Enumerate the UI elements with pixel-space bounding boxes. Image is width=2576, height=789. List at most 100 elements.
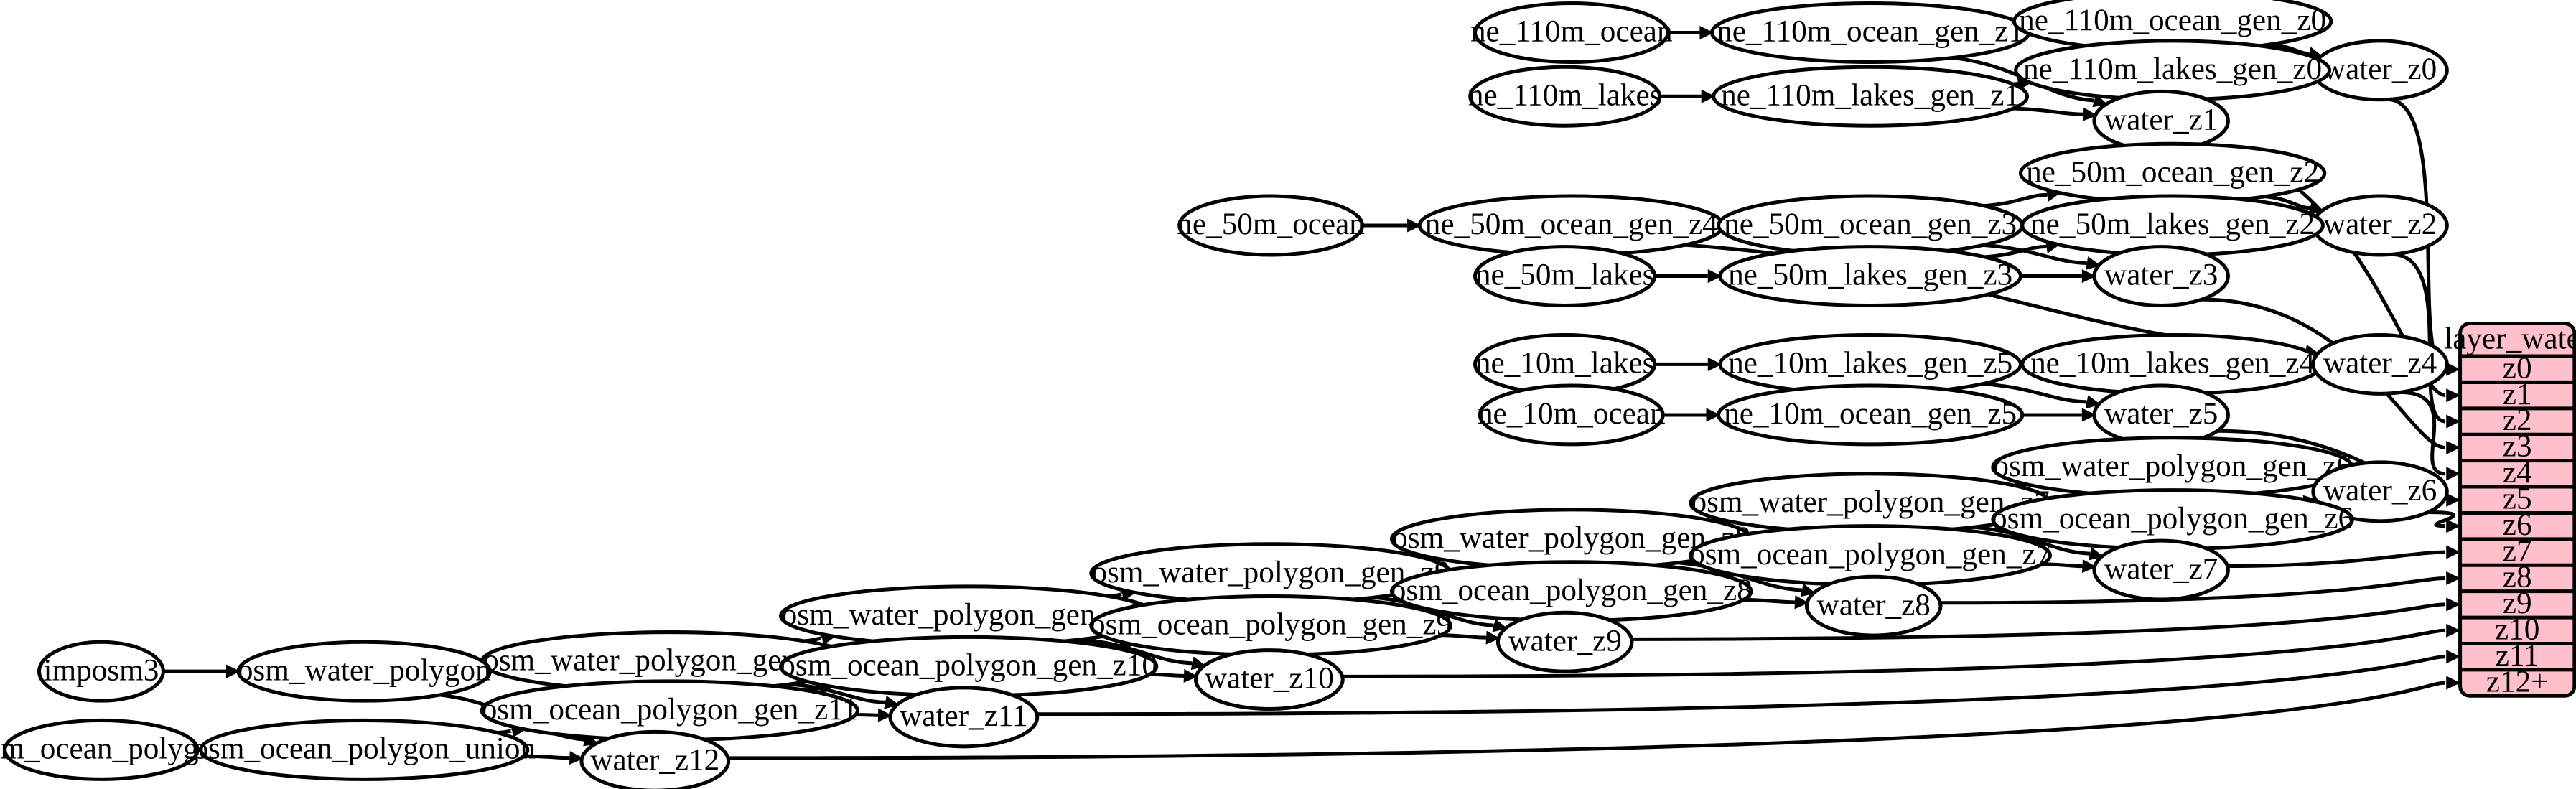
- node-ne_10m_ocean_gen_z5[interactable]: ne_10m_ocean_gen_z5: [1717, 383, 2025, 447]
- edge-imposm3-to-osm_water_polygon: [163, 664, 241, 678]
- node-label: osm_ocean_polygon: [0, 732, 230, 766]
- edge-ne_50m_lakes-to-ne_50m_lakes_gen_z3: [1654, 269, 1722, 284]
- edge-ne_110m_lakes_gen_z1-to-water_z1: [2013, 106, 2098, 121]
- node-label: ne_110m_lakes_gen_z0: [2023, 52, 2322, 86]
- node-ne_10m_lakes_gen_z4[interactable]: ne_10m_lakes_gen_z4: [2020, 332, 2325, 396]
- record-row-z6[interactable]: z6: [2503, 508, 2532, 542]
- record-row-z12+[interactable]: z12+: [2486, 664, 2549, 699]
- node-water_z9[interactable]: water_z9: [1495, 610, 1634, 673]
- node-label: osm_water_polygon_gen_z8: [1392, 520, 1750, 555]
- node-osm_water_polygon_gen_z9[interactable]: osm_water_polygon_gen_z9: [1089, 542, 1452, 605]
- node-osm_water_polygon_gen_z8[interactable]: osm_water_polygon_gen_z8: [1389, 508, 1753, 571]
- node-water_z2[interactable]: water_z2: [2311, 194, 2449, 257]
- node-ne_50m_ocean_gen_z4[interactable]: ne_50m_ocean_gen_z4: [1417, 194, 1725, 257]
- node-label: water_z6: [2323, 473, 2437, 508]
- node-osm_water_polygon_gen_z7[interactable]: osm_water_polygon_gen_z7: [1689, 472, 2052, 535]
- record-row-z4[interactable]: z4: [2503, 455, 2532, 490]
- node-ne_10m_lakes[interactable]: ne_10m_lakes: [1473, 332, 1657, 396]
- edge-water_z7-to-layer_water_z7: [2227, 545, 2460, 569]
- node-label: water_z11: [900, 699, 1027, 733]
- node-label: water_z3: [2104, 258, 2218, 292]
- record-row-z9[interactable]: z9: [2503, 586, 2532, 620]
- node-label: ne_50m_lakes_gen_z2: [2030, 207, 2315, 241]
- node-water_z5[interactable]: water_z5: [2092, 383, 2230, 447]
- node-water_z3[interactable]: water_z3: [2092, 245, 2230, 307]
- node-label: ne_50m_lakes_gen_z3: [1728, 258, 2012, 292]
- edge-water_z4-to-layer_water_z4: [2400, 390, 2460, 481]
- node-osm_ocean_polygon_gen_z10[interactable]: osm_ocean_polygon_gen_z10: [778, 635, 1159, 698]
- edge-water_z11-to-layer_water_z11: [1037, 650, 2460, 716]
- node-label: osm_ocean_polygon_gen_z8: [1391, 573, 1753, 607]
- record-row-z11[interactable]: z11: [2496, 638, 2539, 673]
- record-row-z0[interactable]: z0: [2503, 350, 2532, 385]
- node-label: osm_ocean_polygon_gen_z11: [482, 692, 858, 727]
- record-row-z1[interactable]: z1: [2503, 377, 2532, 411]
- node-water_z10[interactable]: water_z10: [1193, 648, 1345, 711]
- node-imposm3[interactable]: imposm3: [37, 640, 165, 703]
- node-ne_110m_lakes_gen_z1[interactable]: ne_110m_lakes_gen_z1: [1712, 65, 2030, 128]
- node-ne_50m_lakes[interactable]: ne_50m_lakes: [1473, 245, 1657, 307]
- node-label: imposm3: [44, 653, 159, 687]
- node-water_z6[interactable]: water_z6: [2311, 460, 2449, 523]
- node-label: osm_water_polygon_gen_z7: [1691, 485, 2050, 519]
- node-label: ne_50m_ocean_gen_z2: [2026, 154, 2319, 189]
- node-label: osm_ocean_polygon_gen_z7: [1689, 537, 2051, 571]
- node-label: water_z4: [2323, 346, 2437, 381]
- node-water_z11[interactable]: water_z11: [888, 686, 1040, 749]
- node-label: osm_ocean_polygon_gen_z6: [1992, 501, 2353, 536]
- node-osm_ocean_polygon_gen_z7[interactable]: osm_ocean_polygon_gen_z7: [1689, 524, 2052, 587]
- record-row-z3[interactable]: z3: [2503, 429, 2532, 464]
- node-label: osm_ocean_polygon_gen_z10: [780, 648, 1157, 683]
- node-label: ne_110m_lakes: [1468, 78, 1662, 112]
- edge-ne_10m_ocean-to-ne_10m_ocean_gen_z5: [1663, 408, 1721, 422]
- node-label: ne_50m_ocean: [1177, 207, 1365, 241]
- node-ne_110m_ocean_gen_z1[interactable]: ne_110m_ocean_gen_z1: [1709, 1, 2031, 64]
- record-row-z2[interactable]: z2: [2503, 403, 2532, 437]
- node-osm_ocean_polygon_union[interactable]: osm_ocean_polygon_union: [192, 718, 536, 781]
- node-ne_110m_ocean_gen_z0[interactable]: ne_110m_ocean_gen_z0: [2012, 0, 2333, 53]
- node-label: ne_110m_ocean: [1470, 14, 1673, 49]
- edge-osm_water_polygon_gen_z7-to-water_z7: [1974, 525, 2104, 561]
- node-ne_50m_ocean[interactable]: ne_50m_ocean: [1177, 194, 1365, 257]
- node-ne_110m_lakes[interactable]: ne_110m_lakes: [1468, 65, 1662, 128]
- edge-osm_ocean_polygon_gen_z11-to-water_z11: [855, 708, 892, 722]
- node-ne_110m_lakes_gen_z0[interactable]: ne_110m_lakes_gen_z0: [2014, 39, 2332, 102]
- record-row-z10[interactable]: z10: [2495, 612, 2539, 646]
- node-ne_50m_ocean_gen_z2[interactable]: ne_50m_ocean_gen_z2: [2018, 141, 2327, 205]
- node-label: ne_10m_lakes: [1475, 346, 1655, 381]
- record-row-z8[interactable]: z8: [2503, 560, 2532, 594]
- node-ne_110m_ocean[interactable]: ne_110m_ocean: [1470, 1, 1673, 64]
- node-osm_water_polygon[interactable]: osm_water_polygon: [236, 640, 492, 703]
- node-label: water_z5: [2104, 396, 2218, 431]
- node-label: ne_10m_lakes_gen_z5: [1728, 346, 2012, 381]
- edge-ne_10m_lakes-to-ne_10m_lakes_gen_z5: [1654, 357, 1722, 371]
- node-ne_50m_lakes_gen_z3[interactable]: ne_50m_lakes_gen_z3: [1718, 245, 2023, 307]
- node-label: water_z0: [2323, 52, 2437, 86]
- edge-water_z10-to-layer_water_z10: [1342, 623, 2460, 678]
- edge-ne_10m_ocean_gen_z5-to-water_z5: [2022, 408, 2096, 422]
- record-row-z7[interactable]: z7: [2503, 533, 2532, 568]
- node-water_z4[interactable]: water_z4: [2311, 332, 2449, 396]
- node-water_z12[interactable]: water_z12: [579, 729, 731, 789]
- node-ne_50m_ocean_gen_z3[interactable]: ne_50m_ocean_gen_z3: [1717, 194, 2025, 257]
- node-label: water_z12: [590, 743, 719, 778]
- node-water_z8[interactable]: water_z8: [1804, 574, 1943, 638]
- node-osm_ocean_polygon[interactable]: osm_ocean_polygon: [0, 718, 230, 781]
- node-label: ne_10m_lakes_gen_z4: [2030, 346, 2315, 381]
- node-water_z0[interactable]: water_z0: [2311, 39, 2449, 102]
- edge-osm_ocean_polygon_gen_z8-to-water_z8: [1743, 595, 1809, 610]
- edge-ne_50m_lakes_gen_z3-to-water_z3: [2020, 269, 2096, 284]
- node-ne_10m_ocean[interactable]: ne_10m_ocean: [1478, 383, 1666, 447]
- node-osm_ocean_polygon_gen_z11[interactable]: osm_ocean_polygon_gen_z11: [480, 679, 859, 742]
- node-water_z1[interactable]: water_z1: [2092, 89, 2230, 152]
- node-osm_ocean_polygon_gen_z9[interactable]: osm_ocean_polygon_gen_z9: [1089, 594, 1452, 657]
- edge-osm_ocean_polygon_gen_z7-to-water_z7: [2042, 559, 2097, 574]
- node-label: water_z10: [1205, 661, 1334, 696]
- node-ne_50m_lakes_gen_z2[interactable]: ne_50m_lakes_gen_z2: [2020, 194, 2325, 257]
- edge-osm_ocean_polygon_union-to-water_z12: [523, 751, 584, 765]
- record-node-layer-water: layer_waterz0z1z2z3z4z5z6z7z8z9z10z11z12…: [2444, 321, 2576, 699]
- edge-ne_50m_ocean-to-ne_50m_ocean_gen_z4: [1362, 218, 1422, 233]
- node-water_z7[interactable]: water_z7: [2092, 538, 2230, 602]
- record-row-z5[interactable]: z5: [2503, 481, 2532, 515]
